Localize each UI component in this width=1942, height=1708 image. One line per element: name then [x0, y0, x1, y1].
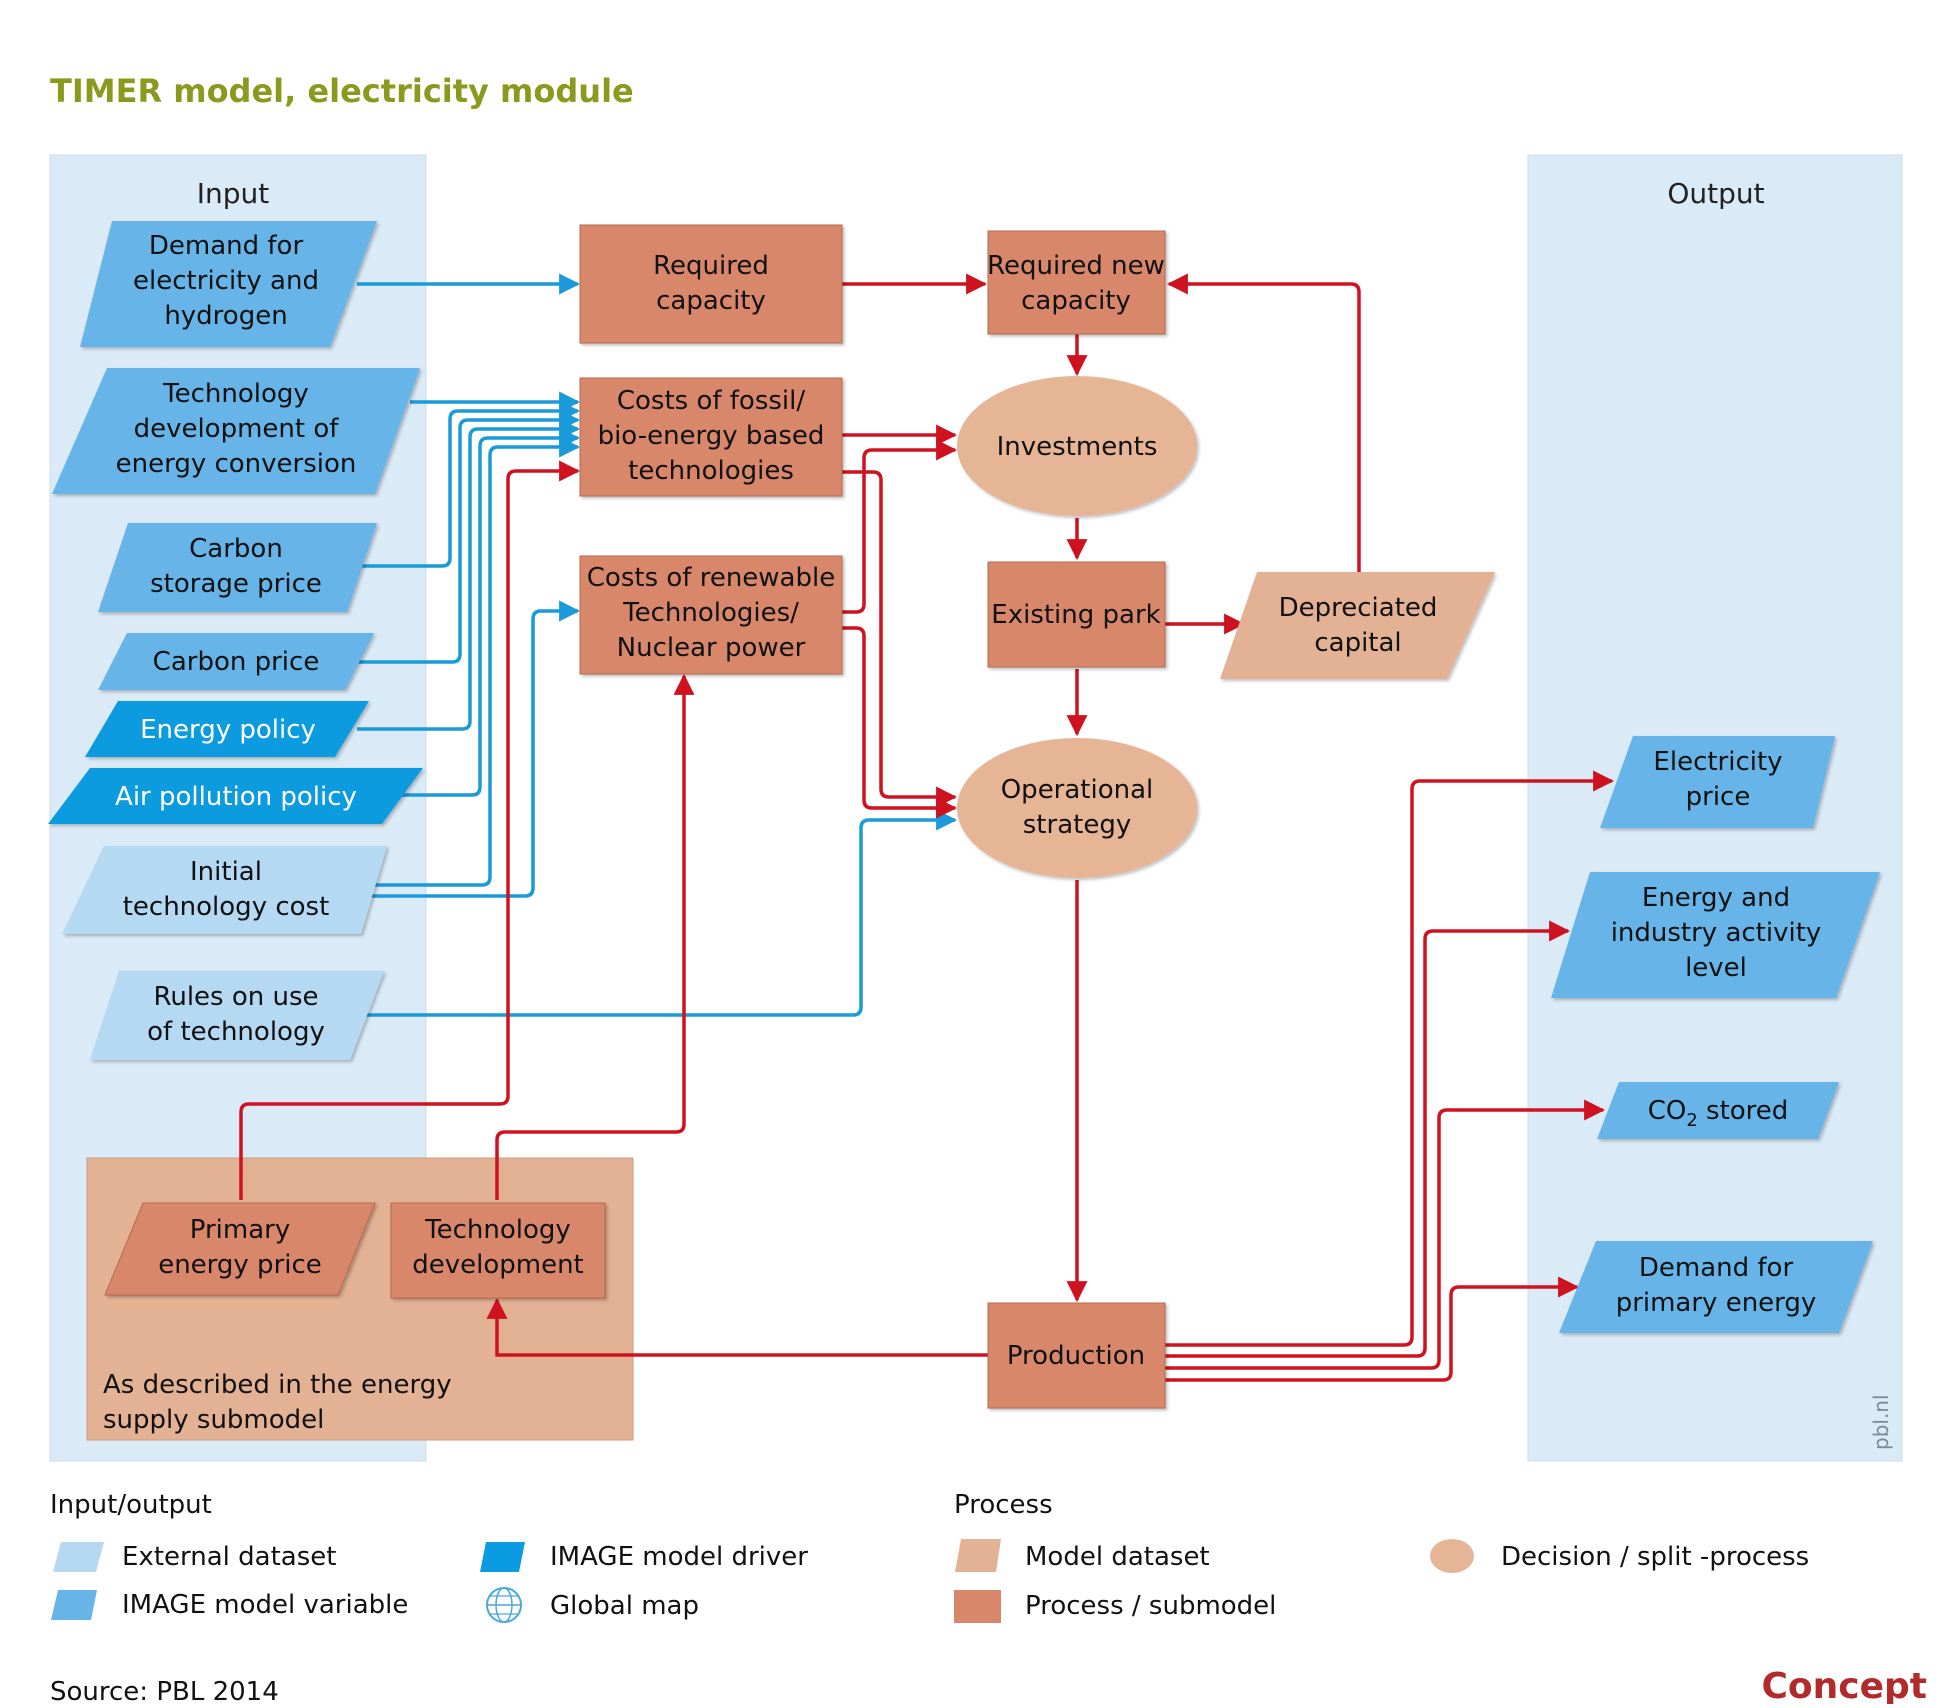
- input-header: Input: [197, 177, 270, 210]
- edge-initialcost-to-costs-renewable: [357, 600, 581, 898]
- edge-energypolicy-to-costs-fossil: [357, 418, 581, 731]
- edge-storage-to-costs-fossil: [357, 400, 581, 568]
- output-co2-stored[interactable]: CO2 stored: [1597, 1082, 1839, 1139]
- legend-decision-swatch: [1430, 1539, 1474, 1573]
- edge-initialcost-to-costs-fossil: [357, 436, 581, 887]
- concept-label: Concept: [1761, 1666, 1927, 1704]
- legend-image-variable: IMAGE model variable: [122, 1590, 408, 1620]
- globe-icon: [486, 1587, 522, 1623]
- edge-production-to-co2-stored: [1164, 1099, 1606, 1370]
- legend-global-map: Global map: [550, 1591, 699, 1621]
- edge-airpollution-to-costs-fossil: [357, 427, 581, 797]
- legend: Input/output External dataset IMAGE mode…: [50, 1490, 1809, 1623]
- edge-production-to-technology-development: [486, 1297, 988, 1357]
- svg-text:Investments: Investments: [997, 432, 1158, 462]
- svg-text:CO2 stored: CO2 stored: [1648, 1096, 1789, 1131]
- input-energy-policy[interactable]: Energy policy: [85, 701, 369, 757]
- legend-image-driver-swatch: [480, 1542, 525, 1572]
- edge-renewable-to-investments: [842, 439, 958, 614]
- svg-text:Air pollution policy: Air pollution policy: [115, 782, 357, 812]
- edge-production-to-electricity-price: [1164, 770, 1615, 1347]
- output-header: Output: [1667, 177, 1764, 210]
- legend-decision: Decision / split -process: [1501, 1542, 1809, 1572]
- legend-image-driver: IMAGE model driver: [550, 1542, 808, 1572]
- legend-io-heading: Input/output: [50, 1490, 212, 1520]
- svg-text:Existing park: Existing park: [991, 600, 1160, 630]
- legend-external-dataset: External dataset: [122, 1542, 336, 1572]
- edge-techdev-to-costs-renewable: [495, 673, 695, 1200]
- edge-production-to-demand-primary: [1164, 1276, 1580, 1382]
- process-production[interactable]: Production: [987, 1302, 1166, 1409]
- connectors: [239, 273, 1615, 1382]
- legend-process-swatch: [954, 1590, 1001, 1623]
- decision-investments[interactable]: Investments: [957, 376, 1197, 516]
- input-air-pollution-policy[interactable]: Air pollution policy: [48, 768, 423, 824]
- edge-rules-to-operational: [363, 809, 958, 1017]
- svg-text:Energy policy: Energy policy: [140, 715, 316, 745]
- edge-fossil-to-operational: [842, 470, 958, 808]
- edge-depreciated-to-required-new: [1166, 273, 1361, 574]
- svg-text:Carbon price: Carbon price: [153, 647, 320, 677]
- legend-process-heading: Process: [954, 1490, 1053, 1520]
- edge-carbonprice-to-costs-fossil: [357, 409, 581, 664]
- edge-primary-price-to-costs-fossil: [239, 460, 581, 1200]
- edge-renewable-to-operational: [842, 626, 958, 819]
- legend-external-dataset-swatch: [53, 1542, 104, 1572]
- pbl-watermark: pbl.nl: [1869, 1394, 1893, 1450]
- edge-production-to-activity-level: [1164, 920, 1571, 1358]
- input-carbon-price[interactable]: Carbon price: [98, 633, 374, 690]
- source-note: Source: PBL 2014: [50, 1677, 279, 1704]
- svg-text:Costs of fossil/bio-energy bas: Costs of fossil/bio-energy basedtechnolo…: [598, 386, 825, 486]
- process-existing-park[interactable]: Existing park: [987, 561, 1166, 668]
- legend-image-variable-swatch: [51, 1590, 97, 1620]
- diagram-title: TIMER model, electricity module: [50, 72, 634, 110]
- svg-text:Production: Production: [1007, 1341, 1145, 1371]
- legend-process-submodel: Process / submodel: [1025, 1591, 1276, 1621]
- legend-model-dataset-swatch: [955, 1539, 1001, 1572]
- legend-model-dataset: Model dataset: [1025, 1542, 1210, 1572]
